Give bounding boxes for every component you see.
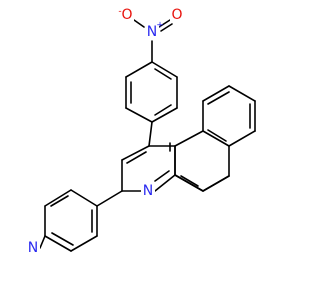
nitro-oxygen-right-label-bg [170, 6, 184, 22]
nitro-n-o-left-bond [133, 19, 145, 28]
pyridyl-double-3 [51, 232, 74, 246]
naph-upper-1 [174, 130, 204, 147]
atom-label-layer: N + O - O N N [26, 6, 184, 256]
core-double-1 [126, 151, 147, 164]
lower-2 [174, 174, 204, 192]
phenyl-bond-1 [151, 61, 178, 78]
pyridyl-2 [70, 235, 98, 252]
benzo-3 [228, 85, 256, 102]
nitro-oxygen-left-charge: - [118, 7, 121, 17]
nitro-n-o-right-a-bond [158, 19, 171, 28]
pyridyl-5 [44, 189, 72, 207]
chemical-structure-diagram: N + O - O N N [26, 6, 256, 256]
nitro-nitrogen-label: N [147, 24, 157, 40]
nitro-n-o-right-b-bond [160, 23, 173, 32]
core-pyridyl-bond [96, 190, 123, 207]
core-double-2 [154, 170, 170, 182]
bond-layer [39, 19, 256, 252]
phenyl-core-bond [148, 121, 153, 147]
pyridine-nitrogen-label: N [28, 240, 38, 256]
nitro-nitrogen-label-bg [145, 24, 159, 40]
phenyl-bond-4 [125, 107, 153, 123]
phenyl-bond-6 [125, 61, 153, 78]
pyridyl-4 [39, 235, 46, 249]
nitro-oxygen-left-label: O [121, 7, 132, 23]
pyridyl-3 [44, 235, 72, 252]
pyridine-nitrogen-label-bg [26, 240, 40, 256]
phenyl-double-2 [154, 104, 172, 116]
pyridyl-6 [70, 189, 98, 207]
core-bond-4 [154, 174, 176, 192]
quinoline-nitrogen-label-bg [141, 183, 155, 199]
naph-upper-2 [202, 130, 230, 147]
core-bond-1 [121, 145, 150, 161]
lower-1 [202, 175, 230, 192]
lower-double [180, 175, 199, 187]
pyridyl-double-2 [50, 195, 69, 207]
phenyl-bond-3 [151, 107, 178, 123]
phenyl-double-1 [154, 68, 172, 80]
quinoline-nitrogen-label: N [143, 183, 153, 199]
benzo-2 [202, 85, 230, 102]
benzo-5 [228, 130, 256, 147]
nitro-oxygen-right-label: O [171, 7, 182, 23]
benzo-double-1 [207, 91, 230, 105]
nitro-oxygen-left-label-bg [120, 6, 134, 22]
nitro-nitrogen-charge: + [156, 21, 164, 31]
benzo-double-3 [207, 129, 227, 142]
